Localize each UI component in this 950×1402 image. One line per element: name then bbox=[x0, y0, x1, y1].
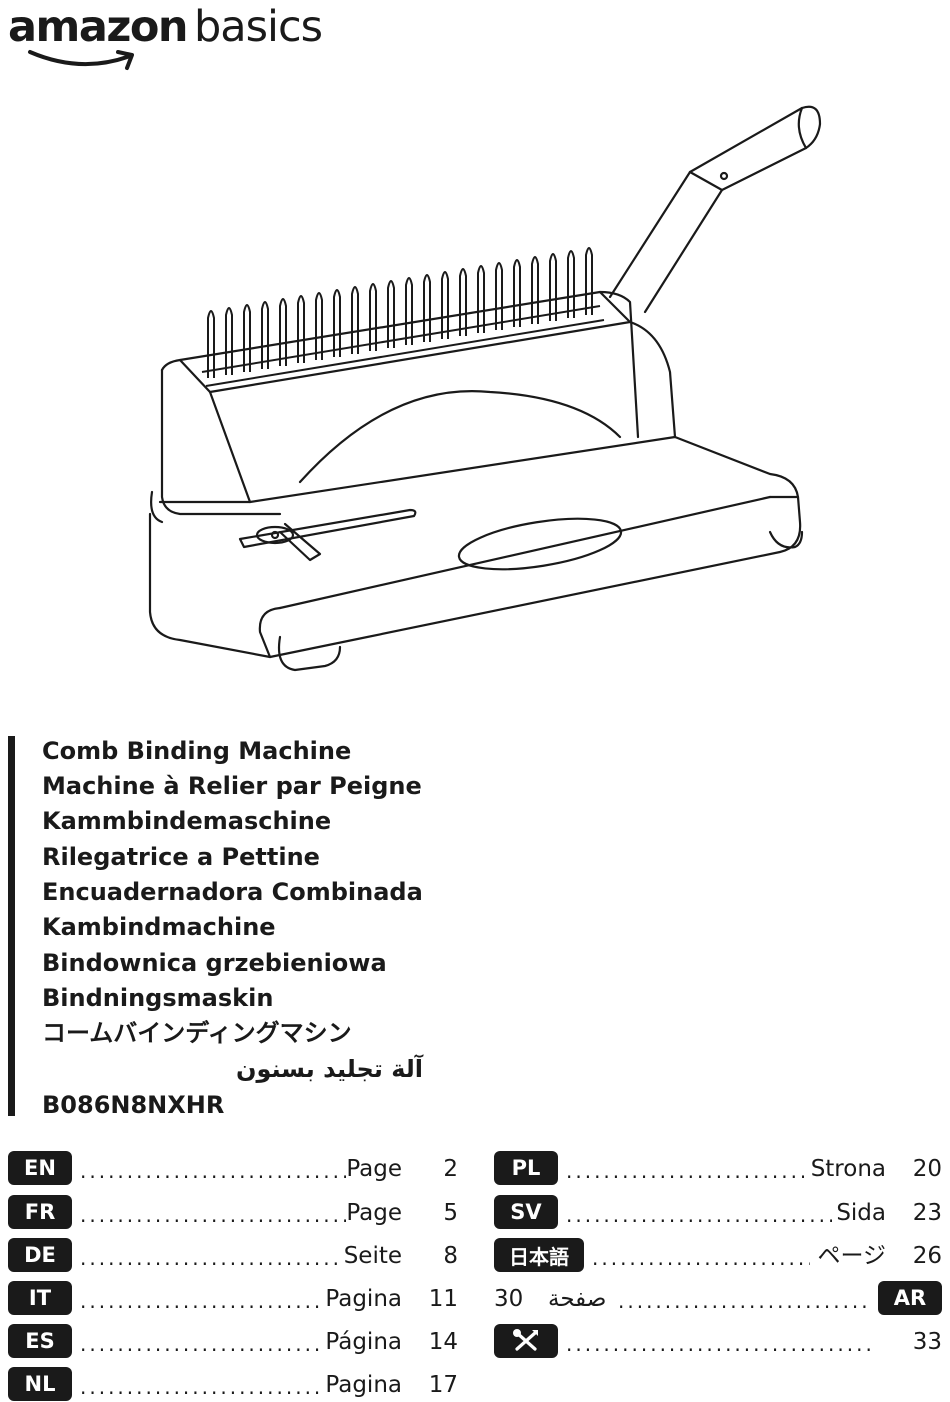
tools-icon bbox=[513, 1329, 538, 1351]
page-label: ページ bbox=[817, 1243, 886, 1269]
lang-badge: FR bbox=[8, 1195, 72, 1229]
brand-sub: basics bbox=[194, 2, 323, 52]
product-titles: Comb Binding Machine Machine à Relier pa… bbox=[8, 736, 435, 1119]
dot-leader: ........................................… bbox=[80, 1332, 320, 1356]
title-ar: آلة تجليد بسنون bbox=[235, 1055, 423, 1083]
page-label: Sida bbox=[836, 1200, 886, 1226]
toc-row-es[interactable]: ES .....................................… bbox=[8, 1324, 458, 1358]
title-nl: Kambindmachine bbox=[42, 913, 276, 941]
lang-badge: SV bbox=[494, 1195, 558, 1229]
dot-leader: ........................................… bbox=[80, 1375, 320, 1399]
title-sv: Bindningsmaskin bbox=[42, 984, 274, 1012]
comb-binding-machine-illustration bbox=[148, 105, 822, 672]
smile-arrow-icon bbox=[28, 50, 134, 70]
lang-badge: 日本語 bbox=[494, 1238, 584, 1272]
title-it: Rilegatrice a Pettine bbox=[42, 843, 320, 871]
page-number: 5 bbox=[443, 1200, 458, 1226]
toc-row-de[interactable]: DE .....................................… bbox=[8, 1238, 458, 1272]
page-label: Page bbox=[346, 1200, 402, 1226]
page-label: Page bbox=[346, 1156, 402, 1182]
dot-leader: ........................................… bbox=[566, 1159, 804, 1183]
title-de: Kammbindemaschine bbox=[42, 807, 332, 835]
page-label: Strona bbox=[810, 1156, 886, 1182]
lang-badge: NL bbox=[8, 1367, 72, 1401]
lang-badge: ES bbox=[8, 1324, 72, 1358]
toc-row-sv[interactable]: SV .....................................… bbox=[494, 1195, 942, 1229]
dot-leader: ........................................… bbox=[80, 1159, 346, 1183]
page-number: 11 bbox=[428, 1286, 458, 1312]
dot-leader: ........................................… bbox=[566, 1203, 832, 1227]
lang-badge: AR bbox=[878, 1281, 942, 1315]
toc-row-it[interactable]: IT .....................................… bbox=[8, 1281, 458, 1315]
brand-logo: amazon basics bbox=[8, 0, 348, 80]
page-label: صفحة bbox=[548, 1286, 607, 1312]
page-number: 8 bbox=[443, 1243, 458, 1269]
page-number: 14 bbox=[428, 1329, 458, 1355]
toc-row-en[interactable]: EN .....................................… bbox=[8, 1151, 458, 1185]
dot-leader: ........................................… bbox=[566, 1332, 876, 1356]
page-number: 2 bbox=[443, 1156, 458, 1182]
toc-row-ar[interactable]: 30 صفحة ................................… bbox=[494, 1281, 942, 1315]
title-es: Encuadernadora Combinada bbox=[42, 878, 423, 906]
title-en: Comb Binding Machine bbox=[42, 737, 352, 765]
lang-badge: DE bbox=[8, 1238, 72, 1272]
page-label: Página bbox=[325, 1329, 402, 1355]
lang-badge: PL bbox=[494, 1151, 558, 1185]
toc-row-pl[interactable]: PL .....................................… bbox=[494, 1151, 942, 1185]
page-number: 17 bbox=[428, 1372, 458, 1398]
toc-row-ja[interactable]: 日本語 ....................................… bbox=[494, 1238, 942, 1272]
dot-leader: ........................................… bbox=[80, 1289, 320, 1313]
page-number: 33 bbox=[912, 1329, 942, 1355]
page-label: Pagina bbox=[325, 1286, 402, 1312]
brand-name: amazon bbox=[8, 2, 189, 52]
toc-row-fr[interactable]: FR .....................................… bbox=[8, 1195, 458, 1229]
dot-leader: ........................................… bbox=[618, 1289, 868, 1313]
dot-leader: ........................................… bbox=[80, 1246, 342, 1270]
title-ja: コームバインディングマシン bbox=[42, 1019, 352, 1047]
dot-leader: ........................................… bbox=[80, 1203, 346, 1227]
toc-row-tools[interactable]: ........................................… bbox=[494, 1324, 942, 1358]
title-pl: Bindownica grzebieniowa bbox=[42, 949, 387, 977]
page-number: 30 bbox=[494, 1286, 524, 1312]
page-label: Seite bbox=[343, 1243, 402, 1269]
dot-leader: ........................................… bbox=[592, 1246, 810, 1270]
toc-row-nl[interactable]: NL .....................................… bbox=[8, 1367, 458, 1401]
title-fr: Machine à Relier par Peigne bbox=[42, 772, 422, 800]
page-number: 23 bbox=[912, 1200, 942, 1226]
page-number: 26 bbox=[912, 1243, 942, 1269]
lang-badge: IT bbox=[8, 1281, 72, 1315]
tools-badge bbox=[494, 1324, 558, 1358]
page-number: 20 bbox=[912, 1156, 942, 1182]
page-label: Pagina bbox=[325, 1372, 402, 1398]
model-number: B086N8NXHR bbox=[42, 1091, 225, 1119]
lang-badge: EN bbox=[8, 1151, 72, 1185]
